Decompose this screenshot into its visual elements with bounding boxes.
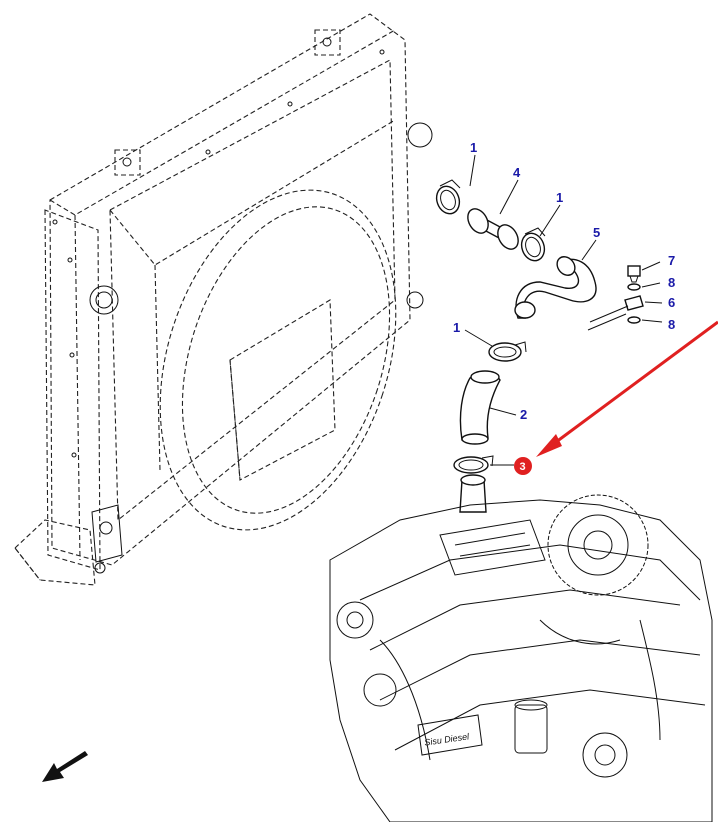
callout-2: 2	[520, 407, 527, 422]
washer-part-8-bottom	[627, 316, 641, 324]
callout-6: 6	[668, 295, 675, 310]
callout-4: 4	[513, 165, 521, 180]
engine-assembly: Sisu Diesel	[329, 494, 713, 822]
hose-part-5	[514, 256, 597, 319]
callout-7: 7	[668, 253, 675, 268]
radiator-assembly	[14, 13, 433, 586]
callout-1-middle: 1	[556, 190, 563, 205]
washer-part-8-top	[627, 283, 641, 291]
clamp-part-1-middle	[520, 227, 546, 262]
callout-8-bottom: 8	[668, 317, 675, 332]
engine-brand-label: Sisu Diesel	[424, 731, 471, 747]
clamp-part-3	[453, 455, 494, 474]
leader-lines	[464, 154, 663, 466]
orientation-arrow-icon	[42, 751, 88, 782]
hose-part-2	[459, 370, 501, 445]
callout-8-top: 8	[668, 275, 675, 290]
hose-part-4	[467, 208, 519, 250]
clamp-part-1-top	[435, 179, 461, 215]
callout-3: 3	[520, 461, 526, 473]
fitting-part-6	[587, 295, 644, 331]
callout-1-lower: 1	[453, 320, 460, 335]
callout-3-badge	[514, 457, 532, 475]
hose-parts	[435, 179, 644, 513]
callout-5: 5	[593, 225, 600, 240]
clamp-part-1-lower	[488, 341, 527, 362]
sensor-part-7	[627, 265, 641, 283]
callout-1-top: 1	[470, 140, 477, 155]
highlight-arrow	[536, 320, 718, 457]
callouts: 1 4 1 5 7 8 6 8 1 2 3	[453, 140, 675, 475]
